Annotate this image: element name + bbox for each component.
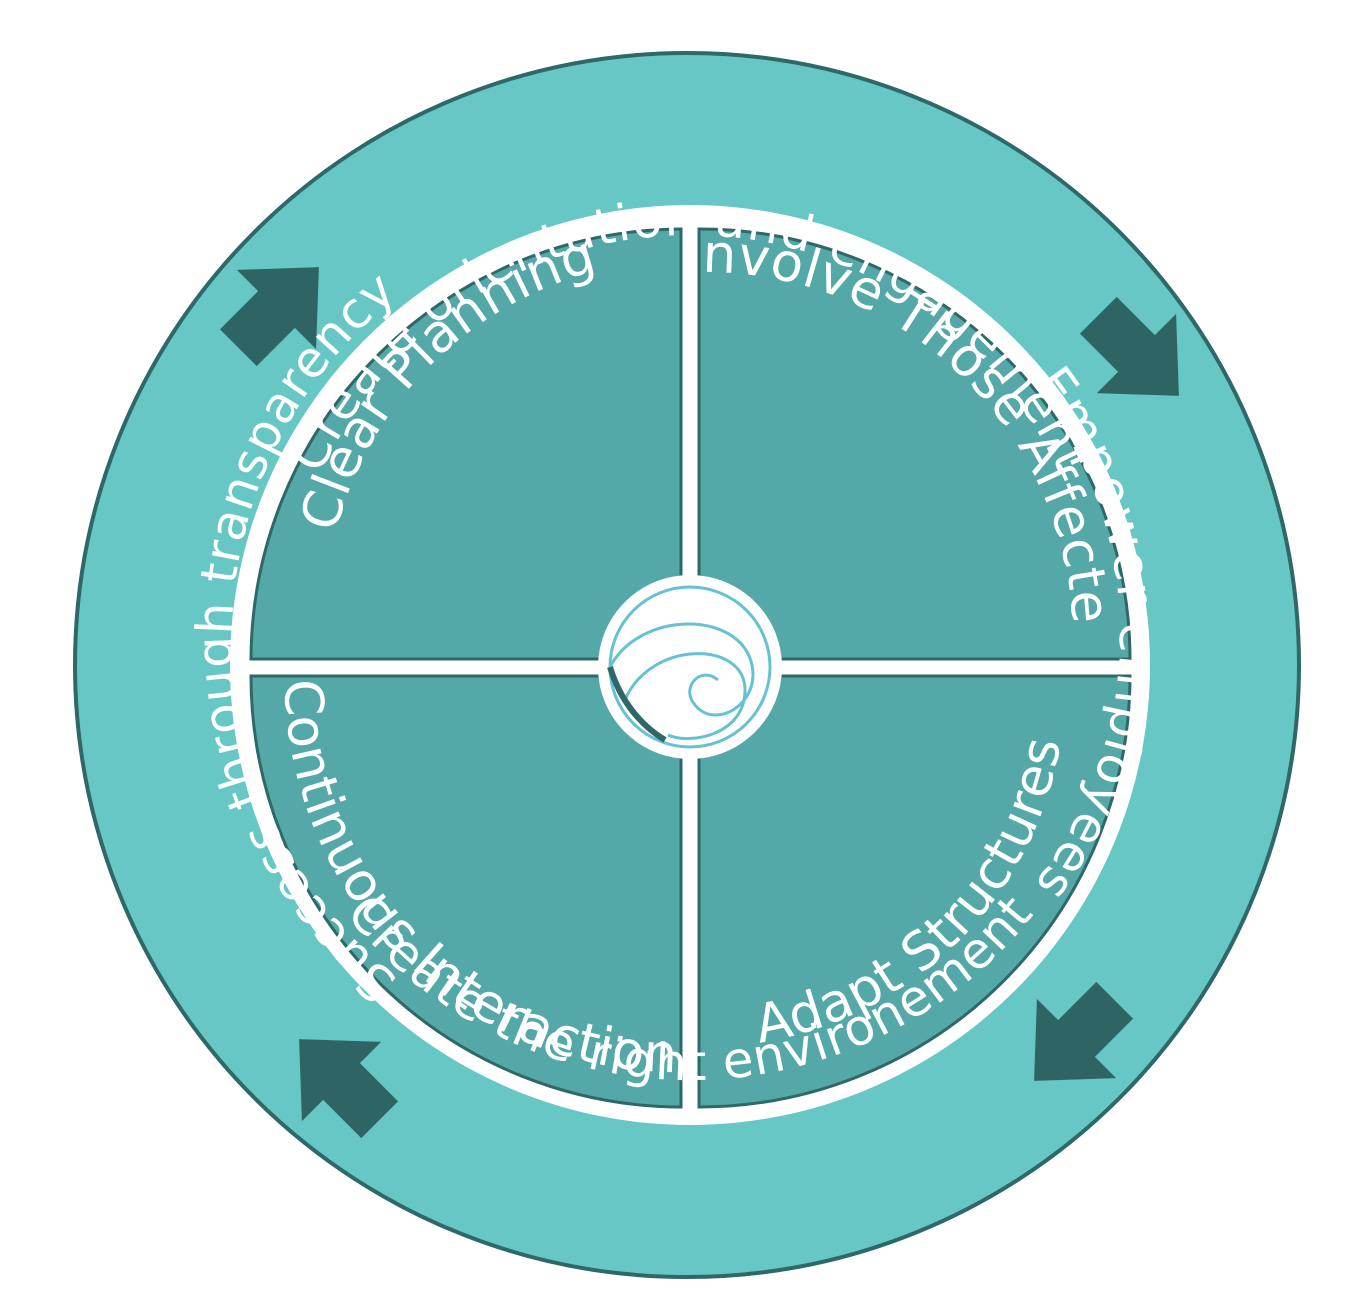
quadrant-top-right (697, 227, 1132, 661)
arrow-left-icon (299, 1039, 399, 1139)
quadrant-bottom-right (697, 674, 1132, 1109)
center-disc (598, 575, 782, 759)
arrow-down-left-icon (1034, 981, 1134, 1081)
swirl-logo-icon (607, 585, 772, 749)
arrow-up-right-icon (219, 267, 319, 367)
arrow-down-right-icon (1079, 296, 1179, 396)
quadrant-top-left (249, 227, 683, 661)
quadrant-bottom-left (249, 674, 683, 1109)
